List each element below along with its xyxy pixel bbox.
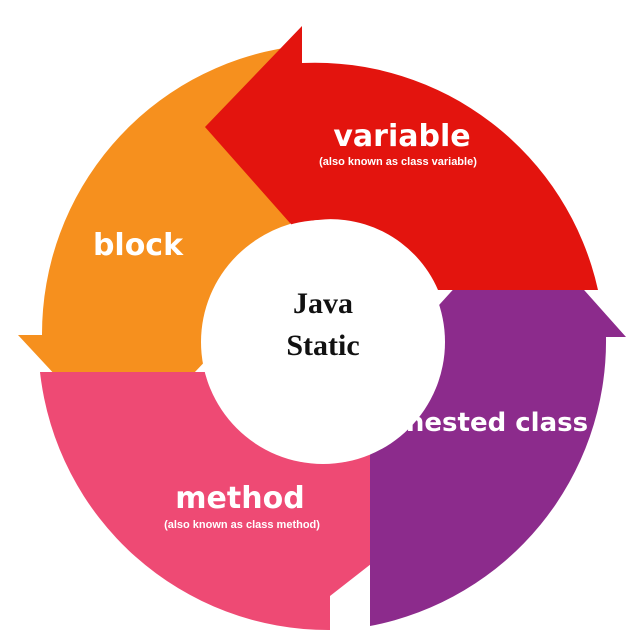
- nested-class-label: nested class: [406, 408, 588, 438]
- center-circle: [201, 220, 445, 464]
- method-sublabel: (also known as class method): [164, 519, 320, 531]
- center-title-line1: Java: [293, 287, 353, 320]
- variable-sublabel: (also known as class variable): [319, 156, 477, 168]
- method-label: method: [175, 481, 304, 516]
- block-arrow: [18, 47, 290, 448]
- block-label: block: [93, 228, 184, 263]
- center-title-line2: Static: [286, 329, 359, 362]
- variable-label: variable: [333, 119, 470, 154]
- method-arrow: [40, 372, 440, 631]
